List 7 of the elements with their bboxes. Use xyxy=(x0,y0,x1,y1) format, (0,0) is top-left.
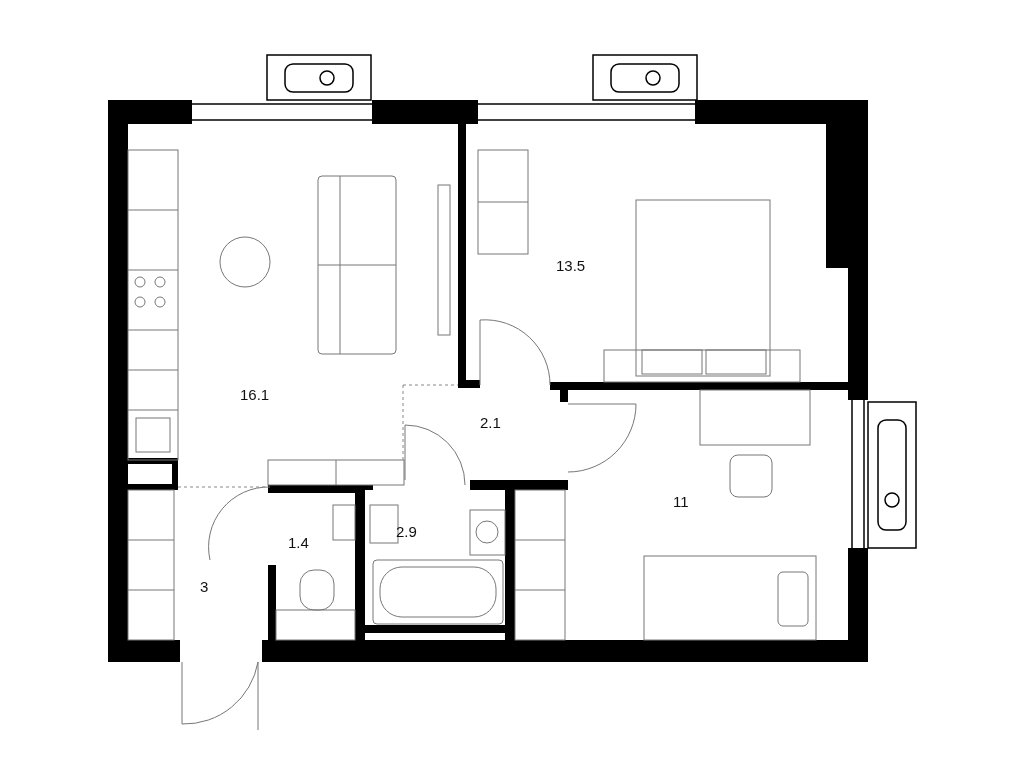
room-area: 11 xyxy=(673,493,689,510)
room-area: 13.5 xyxy=(556,257,586,274)
room-area: 1.4 xyxy=(288,534,309,551)
room-area: 16.1 xyxy=(240,386,270,403)
room-area: 2.1 xyxy=(480,414,501,431)
room-area: 2.9 xyxy=(396,523,417,540)
room-area: 3 xyxy=(200,578,209,595)
